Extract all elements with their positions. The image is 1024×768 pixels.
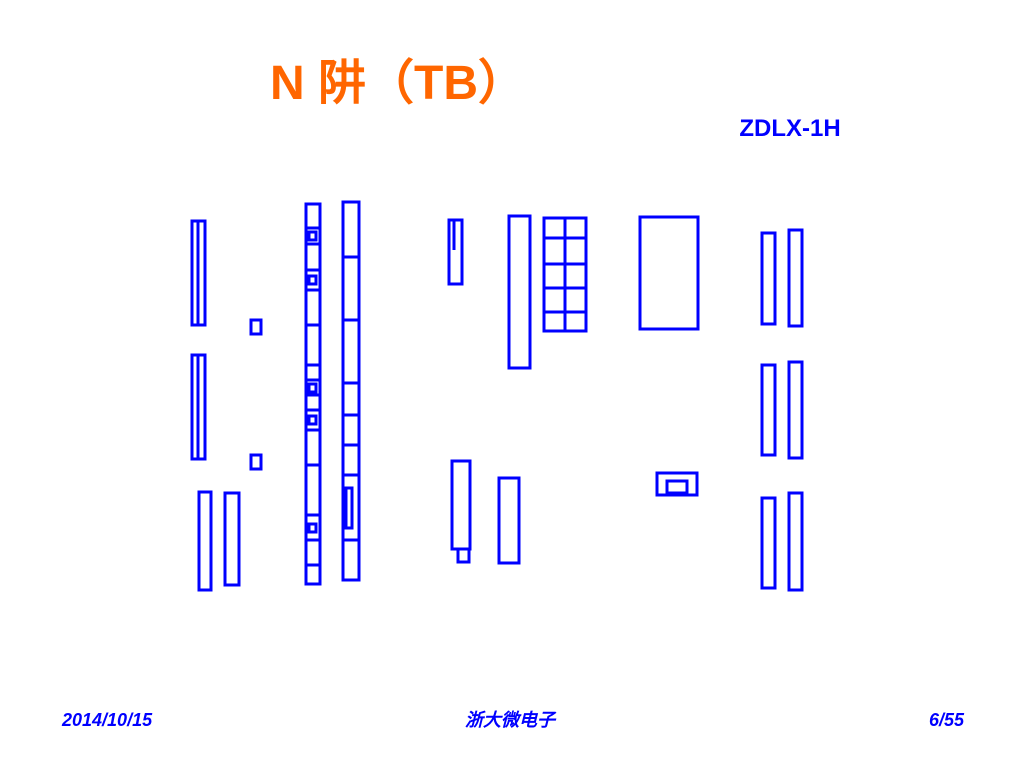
well-r3a: [760, 496, 777, 590]
strip-b-notch: [344, 486, 354, 530]
strip-a-notch: [307, 414, 318, 426]
well-3b: [450, 459, 472, 551]
well-large: [638, 215, 700, 331]
footer-date: 2014/10/15: [62, 710, 153, 730]
strip-a-notch: [307, 274, 318, 286]
well-small-block-inner: [665, 479, 689, 495]
well-small-block: [655, 471, 699, 497]
strip-a-notch: [307, 382, 318, 394]
well-small-1: [249, 318, 263, 336]
well-r2b: [787, 360, 804, 460]
footer-page-number: 6/55: [928, 710, 964, 730]
well-r2a: [760, 363, 777, 457]
well-r1b: [787, 228, 804, 328]
well-small-2: [249, 453, 263, 471]
well-1d: [223, 491, 241, 587]
well-3b-tab: [456, 547, 471, 564]
slide-title: N 阱（TB）: [270, 57, 526, 110]
well-1c: [197, 490, 213, 592]
well-3d: [497, 476, 521, 565]
strip-a-notch: [307, 230, 318, 242]
well-3c: [507, 214, 532, 370]
strip-a-notch: [307, 522, 318, 534]
well-r3b: [787, 491, 804, 592]
well-strip-b: [341, 200, 361, 582]
well-r1a: [760, 231, 777, 326]
footer-organization: 浙大微电子: [465, 710, 555, 730]
chip-model-label: ZDLX-1H: [739, 115, 841, 142]
